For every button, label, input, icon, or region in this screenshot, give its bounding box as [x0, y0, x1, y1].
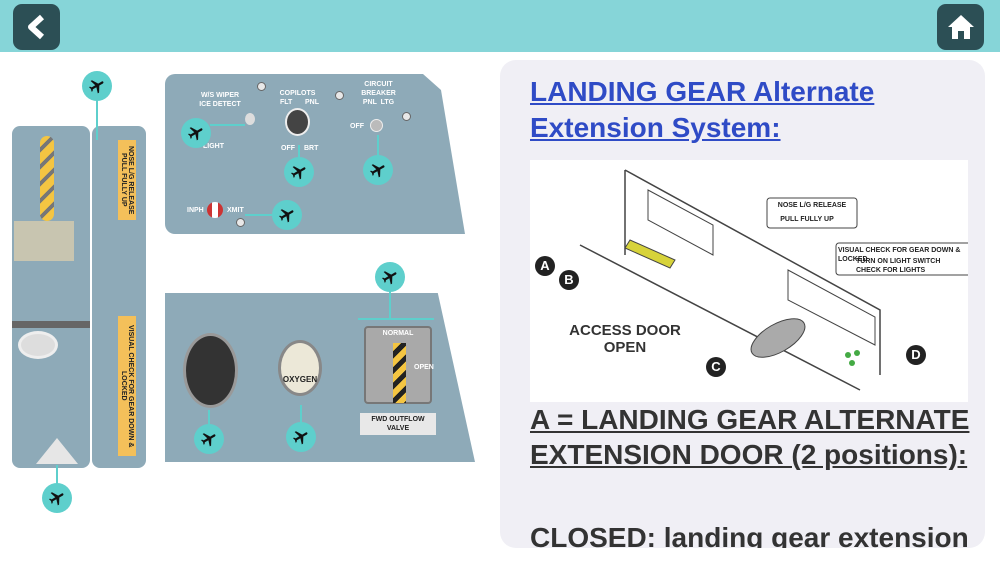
gear-lights: [36, 438, 78, 464]
connector-line: [300, 405, 302, 423]
connector-line: [298, 145, 300, 159]
pnl-ltg-label: PNL LTG: [362, 99, 395, 106]
side-panel: [12, 126, 90, 468]
pull-fully-up-callout: PULL FULLY UP: [780, 216, 834, 223]
airplane-icon: [49, 492, 64, 506]
flt-label: FLT: [280, 99, 293, 106]
ice-detect-light[interactable]: [245, 113, 255, 125]
open-label: OPEN: [414, 364, 434, 371]
airplane-icon: [291, 166, 306, 180]
upper-panel: W/S WIPER ICE DETECT LIGHT COPILOTS FLT P…: [165, 74, 465, 234]
open-label: OPEN: [603, 339, 647, 356]
gear-viewer: [18, 331, 58, 359]
hotspot-gear-lights[interactable]: [42, 483, 72, 513]
airplane-icon: [293, 431, 308, 445]
cabin-pressure-gauge: [183, 333, 238, 408]
circuit-label: CIRCUIT: [364, 81, 393, 88]
normal-label: NORMAL: [382, 330, 414, 337]
screw: [236, 218, 245, 227]
nose-release-placard: NOSE L/G RELEASE PULL FULLY UP: [118, 140, 136, 220]
cb-off-label: OFF: [350, 123, 364, 130]
hotspot-nose-release[interactable]: [82, 71, 112, 101]
hotspot-pressure-gauge[interactable]: [194, 424, 224, 454]
top-bar: [0, 0, 1000, 52]
oxygen-label: OXYGEN: [282, 375, 318, 384]
callout-b: B: [559, 270, 579, 290]
connector-line: [377, 135, 379, 157]
outflow-valve-switch[interactable]: [364, 326, 432, 404]
airplane-icon: [201, 433, 216, 447]
turn-on-light-callout: TURN ON LIGHT SWITCH: [856, 258, 941, 265]
breaker-label: BREAKER: [361, 90, 396, 97]
connector-line: [56, 465, 58, 485]
airplane-icon: [89, 80, 104, 94]
copilots-label: COPILOTS: [279, 90, 316, 97]
xmit-label: XMIT: [227, 207, 244, 214]
screw: [402, 112, 411, 121]
connector-line: [389, 290, 391, 318]
hotspot-ice-detect[interactable]: [181, 118, 211, 148]
pnl-label: PNL: [305, 99, 319, 106]
section-paragraph: CLOSED: landing gear extension: [530, 522, 969, 548]
connector-line: [96, 100, 98, 140]
back-button[interactable]: [13, 4, 60, 50]
nose-lg-release-callout: NOSE L/G RELEASE: [777, 202, 847, 209]
hotspot-circuit-breaker[interactable]: [363, 155, 393, 185]
hotspot-copilots-panel[interactable]: [284, 157, 314, 187]
hotspot-inph-xmit[interactable]: [272, 200, 302, 230]
info-panel[interactable]: LANDING GEAR Alternate Extension System:…: [500, 60, 985, 548]
connector-line: [358, 318, 434, 320]
brt-label: BRT: [304, 145, 319, 152]
home-button[interactable]: [937, 4, 984, 50]
fwd-outflow-valve-label: FWD OUTFLOW VALVE: [360, 413, 436, 435]
light-label: LIGHT: [203, 143, 224, 150]
diagram-drawing: [579, 169, 968, 391]
airplane-icon: [279, 209, 294, 223]
visual-check-callout: VISUAL CHECK FOR GEAR DOWN & LOCKED: [838, 247, 961, 263]
airplane-icon: [382, 271, 397, 285]
hotspot-oxygen-gauge[interactable]: [286, 422, 316, 452]
airplane-icon: [188, 127, 203, 141]
screw: [335, 91, 344, 100]
off-label: OFF: [281, 145, 295, 152]
callout-a: A: [535, 256, 555, 276]
home-icon: [947, 15, 974, 39]
side-panel-right: NOSE L/G RELEASE PULL FULLY UP VISUAL CH…: [92, 126, 146, 468]
access-door-diagram: NOSE L/G RELEASE PULL FULLY UP VISUAL CH…: [530, 160, 968, 402]
chevron-left-icon: [27, 14, 44, 40]
check-lights-callout: CHECK FOR LIGHTS: [856, 267, 926, 274]
ws-wiper-label: W/S WIPER: [200, 92, 240, 99]
callout-c: C: [706, 357, 726, 377]
ice-detect-label: ICE DETECT: [199, 101, 241, 108]
nose-release-handle[interactable]: [40, 136, 54, 221]
circuit-breaker-knob[interactable]: [370, 119, 383, 132]
inph-label: INPH: [187, 207, 204, 214]
connector-line: [208, 410, 210, 426]
access-door-label: ACCESS DOOR: [569, 322, 681, 339]
visual-check-placard: VISUAL CHECK FOR GEAR DOWN & LOCKED: [118, 316, 136, 456]
airplane-icon: [370, 164, 385, 178]
connector-line: [245, 214, 273, 216]
connector-line: [210, 124, 245, 126]
hotspot-outflow-valve[interactable]: [375, 262, 405, 292]
section-heading: A = LANDING GEAR ALTERNATE EXTENSION DOO…: [530, 404, 970, 470]
screw: [257, 82, 266, 91]
copilots-panel-knob[interactable]: [285, 108, 310, 136]
inph-xmit-switch[interactable]: [207, 202, 223, 218]
info-title: LANDING GEAR Alternate Extension System:: [530, 76, 875, 143]
callout-d: D: [906, 345, 926, 365]
oxygen-gauge: [278, 340, 322, 396]
